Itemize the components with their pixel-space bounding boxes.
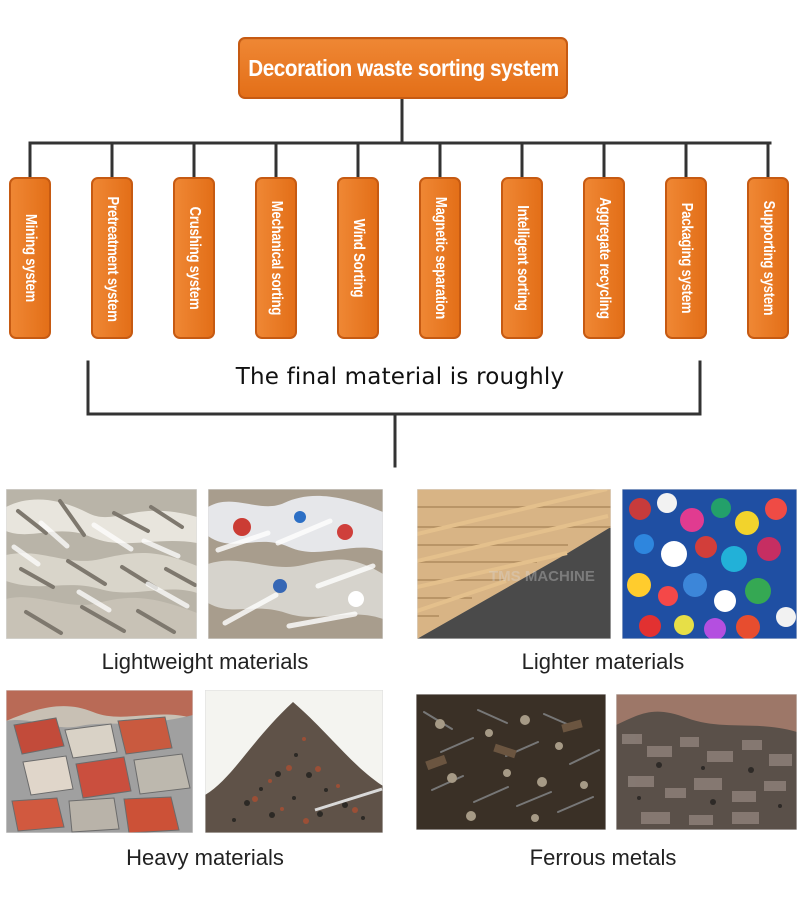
system-node-label: Supporting system [760,200,777,316]
metal-scrap-photo [416,694,606,830]
photo-watermark: TMS MACHINE [489,568,595,585]
system-node-intelligent-sorting: Intelligent sorting [501,177,543,339]
summary-text: The final material is roughly [235,364,565,390]
gravel-pile-photo [205,690,383,833]
system-node-label: Pretreatment system [104,196,121,322]
brick-concrete-rubble-photo [6,690,193,833]
plastic-caps-photo [622,489,797,639]
system-node-packaging: Packaging system [665,177,707,339]
system-node-label: Intelligent sorting [514,205,531,311]
system-node-wind-sorting: Wind Sorting [337,177,379,339]
compressed-metal-scrap-photo [616,694,797,830]
material-label-lighter: Lighter materials [521,649,685,674]
system-node-mining: Mining system [9,177,51,339]
material-label-lightweight: Lightweight materials [101,649,309,674]
board-sheets-photo: TMS MACHINE [417,489,611,639]
system-node-crushing: Crushing system [173,177,215,339]
shredded-light-waste-photo [6,489,197,639]
system-node-label: Packaging system [678,202,695,314]
system-node-label: Magnetic separation [432,196,449,320]
system-node-label: Mining system [22,214,39,302]
system-node-magnetic-separation: Magnetic separation [419,177,461,339]
system-node-supporting: Supporting system [747,177,789,339]
system-node-mechanical-sorting: Mechanical sorting [255,177,297,339]
system-node-label: Mechanical sorting [268,200,285,316]
system-node-pretreatment: Pretreatment system [91,177,133,339]
material-label-ferrous-metals: Ferrous metals [529,845,677,870]
system-node-label: Wind Sorting [350,218,367,298]
system-node-label: Crushing system [186,206,203,310]
root-node-label: Decoration waste sorting system [247,54,559,81]
plastic-film-waste-photo [208,489,383,639]
material-label-heavy: Heavy materials [126,845,284,870]
system-node-aggregate-recycling: Aggregate recycling [583,177,625,339]
root-node: Decoration waste sorting system [238,37,568,99]
system-node-label: Aggregate recycling [596,197,613,319]
